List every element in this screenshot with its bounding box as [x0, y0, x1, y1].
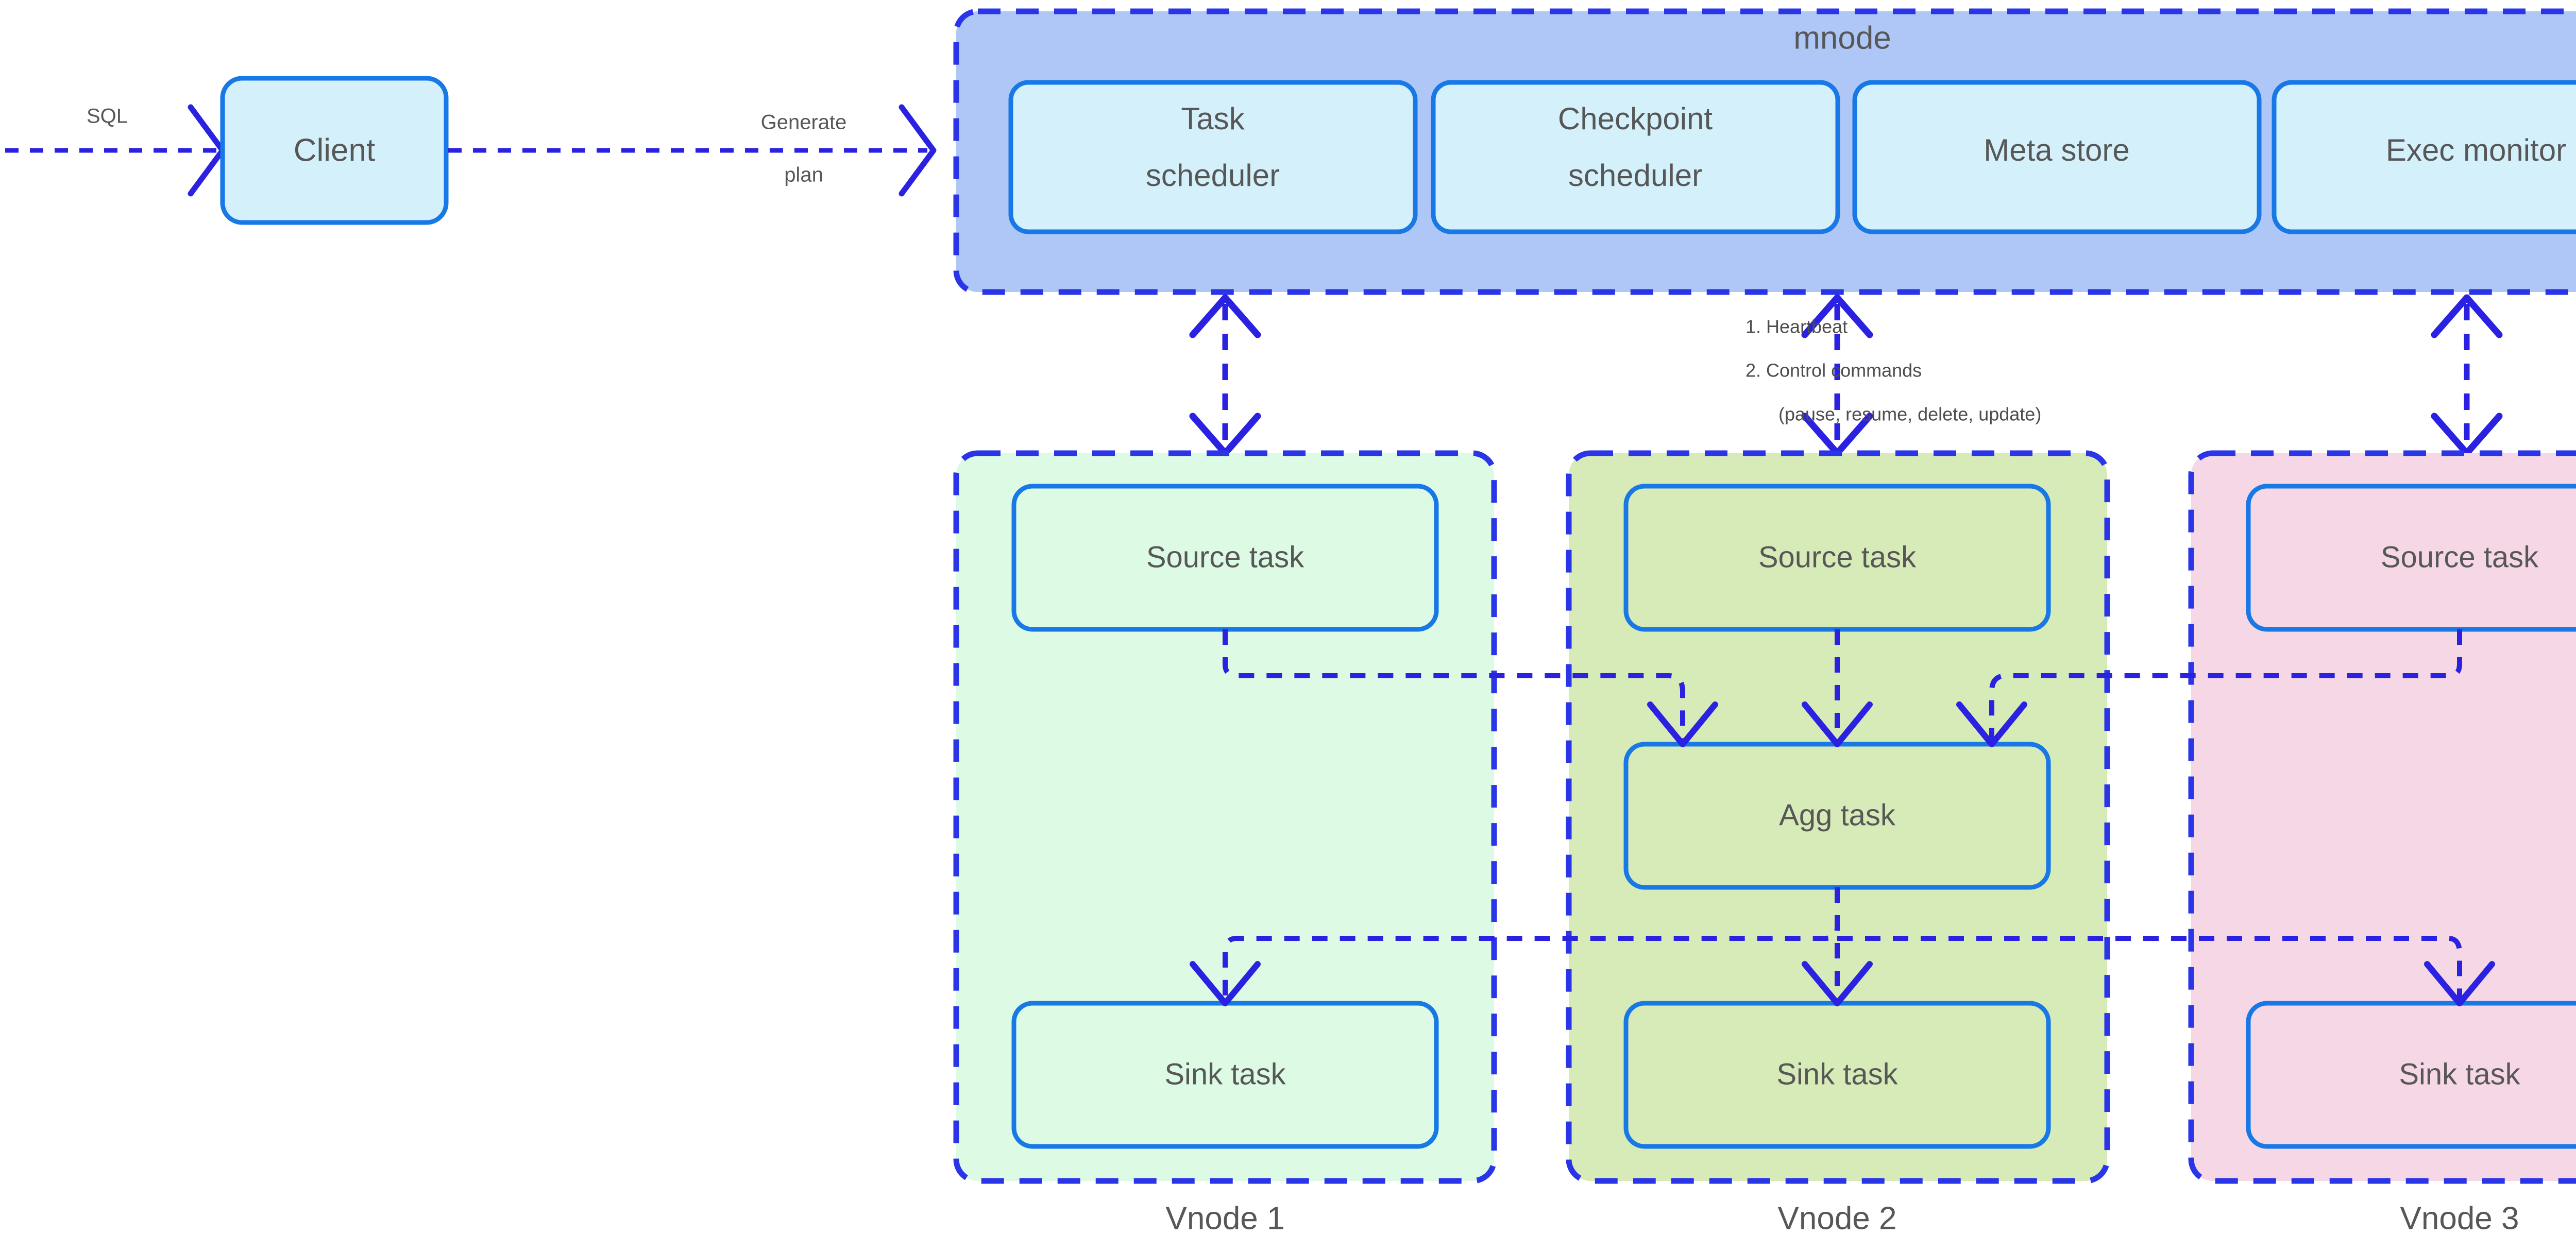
control-note: 1. Heartbeat 2. Control commands (pause,…: [1745, 316, 2041, 425]
vnode-1-source-task-label: Source task: [1146, 540, 1304, 574]
edge-source2-to-agg: [1802, 629, 1873, 747]
edge-label-sql: SQL: [87, 105, 128, 128]
mnode-component-exec-monitor-label: Exec monitor: [2386, 133, 2566, 167]
mnode-component-checkpoint-scheduler[interactable]: Checkpoint scheduler: [1431, 80, 1840, 234]
vnode-2-label: Vnode 2: [1778, 1200, 1897, 1236]
vnode-3-source-task-label: Source task: [2381, 540, 2539, 574]
vnode-3-sink-task[interactable]: Sink task: [2246, 1001, 2576, 1149]
mnode-component-meta-store-label: Meta store: [1984, 133, 2129, 167]
edge-source3-to-agg: [1956, 629, 2462, 747]
edge-label-generate-plan-line2: plan: [784, 164, 823, 186]
client-label: Client: [294, 132, 376, 168]
vnode-3-container[interactable]: [2188, 450, 2576, 1184]
vnode-2-sink-task-label: Sink task: [1776, 1057, 1898, 1091]
vnode-2-agg-task[interactable]: Agg task: [1623, 742, 2051, 890]
vnode-1-sink-task[interactable]: Sink task: [1011, 1001, 1439, 1149]
vnode-3-label: Vnode 3: [2400, 1200, 2519, 1236]
edge-mnode-vnode1: [1189, 294, 1261, 457]
mnode-component-task-scheduler[interactable]: Task scheduler: [1008, 80, 1418, 234]
vnode-2-sink-task[interactable]: Sink task: [1623, 1001, 2051, 1149]
mnode-component-meta-store[interactable]: Meta store: [1852, 80, 2262, 234]
edge-source1-to-agg: [1223, 629, 1718, 747]
edge-agg-to-sink2: [1802, 887, 1873, 1006]
mnode-component-checkpoint-scheduler-label-1: Checkpoint: [1558, 101, 1713, 136]
edge-agg-to-sink1: [1190, 887, 1840, 1006]
vnode-2-source-task-label: Source task: [1758, 540, 1917, 574]
edge-mnode-vnode3: [2431, 294, 2503, 457]
mnode-component-checkpoint-scheduler-label-2: scheduler: [1568, 158, 1702, 193]
vnode-1-container[interactable]: [953, 450, 1497, 1184]
control-note-line-1: 1. Heartbeat: [1745, 316, 1848, 337]
vnode-3-sink-task-label: Sink task: [2399, 1057, 2520, 1091]
vnode-3-source-task[interactable]: Source task: [2246, 484, 2576, 632]
edge-generate-plan: [448, 104, 937, 197]
mnode-component-task-scheduler-label-2: scheduler: [1146, 158, 1280, 193]
vnode-1-sink-task-label: Sink task: [1164, 1057, 1286, 1091]
vnode-1-source-task[interactable]: Source task: [1011, 484, 1439, 632]
edge-label-generate-plan-line1: Generate: [761, 111, 847, 134]
vnode-1-label: Vnode 1: [1166, 1200, 1285, 1236]
client-node[interactable]: Client: [220, 76, 449, 225]
vnode-2-agg-task-label: Agg task: [1779, 798, 1896, 832]
vnode-2-source-task[interactable]: Source task: [1623, 484, 2051, 632]
control-note-line-2: 2. Control commands: [1745, 360, 1922, 381]
edge-agg-to-sink3: [1837, 936, 2495, 1006]
mnode-component-task-scheduler-label-1: Task: [1181, 101, 1245, 136]
mnode-component-exec-monitor[interactable]: Exec monitor: [2272, 80, 2576, 234]
control-note-line-3: (pause, resume, delete, update): [1778, 404, 2041, 425]
mnode-title: mnode: [1793, 20, 1891, 56]
